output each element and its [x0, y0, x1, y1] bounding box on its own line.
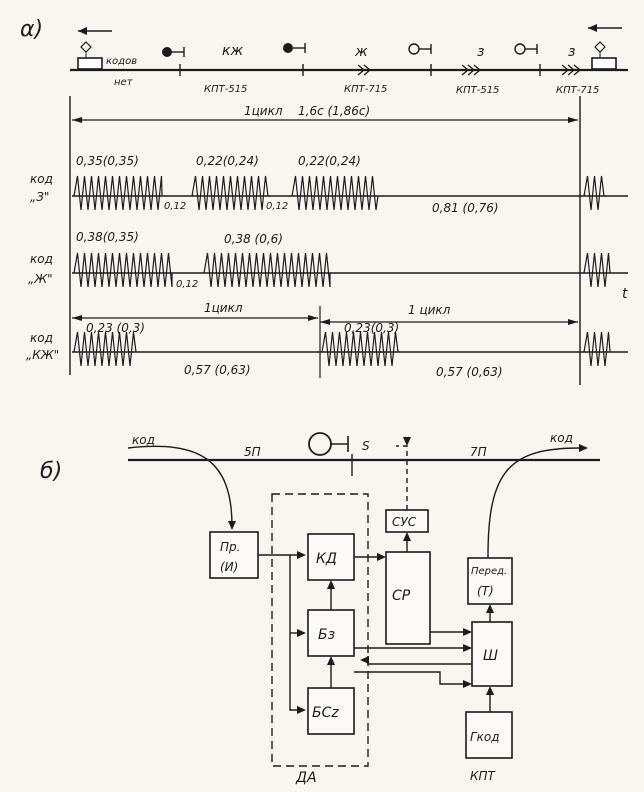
signal-b-icon	[308, 432, 353, 476]
kd-label: КД	[316, 551, 337, 567]
pered-block: Перед. (Т)	[467, 557, 513, 605]
signal-s-label: S	[362, 439, 370, 453]
cycle-main-dimension	[72, 117, 578, 123]
row-kzh-label-2: „КЖ"	[26, 348, 59, 362]
time-symbol: t	[622, 286, 628, 302]
bz-label: Бз	[318, 627, 335, 643]
row-z-tail: 0,81 (0,76)	[432, 201, 499, 215]
input-code-arrow	[127, 445, 236, 530]
row-kzh-label-1: код	[30, 331, 53, 345]
row-zh-pulse-1: 0,38(0,35)	[76, 230, 139, 244]
pered-label-2: (Т)	[477, 584, 494, 598]
code-kzh-label: кж	[222, 43, 243, 59]
code-zh-chevrons	[357, 64, 372, 76]
connections	[258, 437, 494, 714]
section-a-label: α)	[20, 17, 43, 42]
row-kzh-cycle-2	[320, 319, 578, 325]
code-z2-label: з	[568, 44, 575, 60]
row-zh-gap-1: 0,12	[176, 279, 198, 290]
pr-label-1: Пр.	[220, 540, 240, 554]
row-kzh-cycle-label-1: 1цикл	[204, 301, 243, 315]
sus-label: СУС	[392, 515, 417, 529]
row-z-label-1: код	[30, 172, 53, 186]
row-z-gap-2: 0,12	[266, 201, 288, 212]
bcz-label: БСz	[312, 705, 339, 721]
section-b-label: б)	[40, 459, 62, 484]
da-dashed-box	[271, 493, 369, 767]
wave-kzh-pulse-1	[73, 331, 137, 367]
kpt-label-1: КПТ-515	[204, 84, 247, 95]
row-kzh-cycle-label-2: 1 цикл	[408, 303, 451, 317]
sr-block: СР	[385, 551, 431, 645]
gkod-label: Гкод	[470, 730, 500, 744]
wave-z-pulse-2	[191, 175, 269, 211]
row-kzh-cycle-1	[72, 315, 318, 321]
kd-block: КД	[307, 533, 355, 581]
row-z-pulse-1: 0,35(0,35)	[76, 154, 139, 168]
row-z-label-2: „З"	[30, 190, 49, 204]
sus-block: СУС	[385, 509, 429, 533]
wave-z-next	[583, 175, 605, 211]
no-code-label-2: нет	[114, 77, 134, 88]
row-zh-pulse-2: 0,38 (0,6)	[224, 232, 283, 246]
cycle-main-label: 1цикл	[244, 104, 283, 118]
row-zh-label-1: код	[30, 252, 53, 266]
row-z-gap-1: 0,12	[164, 201, 186, 212]
signal-4-icon	[514, 43, 541, 76]
row-kzh-tail: 0,57 (0,63)	[436, 365, 503, 379]
cycle-main-value: 1,6с (1,86с)	[298, 104, 370, 118]
left-direction-arrow	[78, 27, 112, 35]
wave-zh-pulse-1	[73, 252, 173, 288]
code-z1-label: з	[477, 44, 484, 60]
code-z2-chevrons	[561, 64, 582, 76]
gkod-block: Гкод	[465, 711, 513, 759]
wave-kzh-pulse-2	[321, 331, 399, 367]
train-right	[591, 41, 617, 70]
row-kzh-pulse-2: 0,23(0,3)	[344, 321, 399, 335]
bcz-block: БСz	[307, 687, 355, 735]
pr-block: Пр. (И)	[209, 531, 259, 579]
kpt-b-label: КПТ	[470, 769, 497, 783]
wave-zh-pulse-2	[203, 252, 331, 288]
sr-label: СР	[392, 588, 411, 604]
pr-label-2: (И)	[220, 560, 238, 574]
wave-kzh-next	[583, 331, 611, 367]
row-z-pulse-2: 0,22(0,24)	[196, 154, 259, 168]
kpt-label-3: КПТ-515	[456, 85, 499, 96]
signal-1-icon	[162, 47, 185, 76]
wave-z-pulse-1	[73, 175, 163, 211]
wave-z-pulse-3	[291, 175, 379, 211]
output-code-arrow	[487, 444, 588, 557]
sh-block: Ш	[471, 621, 513, 687]
right-direction-arrow	[588, 24, 622, 32]
section-5p-label: 5П	[244, 445, 261, 459]
signal-2-icon	[283, 43, 306, 76]
wave-zh-next	[583, 252, 611, 288]
input-code-label: код	[132, 433, 155, 447]
row-kzh-tail-mid: 0,57 (0,63)	[184, 363, 251, 377]
sh-label: Ш	[483, 648, 498, 664]
row-zh-label-2: „Ж"	[28, 272, 53, 286]
row-z-pulse-3: 0,22(0,24)	[298, 154, 361, 168]
no-code-label-1: кодов	[106, 56, 137, 67]
kpt-label-4: КПТ-715	[556, 85, 599, 96]
kpt-label-2: КПТ-715	[344, 84, 387, 95]
signal-3-icon	[408, 43, 432, 76]
row-kzh-pulse-1: 0,23 (0,3)	[86, 321, 145, 335]
pered-label-1: Перед.	[471, 566, 507, 577]
section-7p-label: 7П	[470, 445, 487, 459]
output-code-label: код	[550, 431, 573, 445]
code-zh-label: ж	[354, 44, 368, 60]
da-label: ДА	[295, 770, 317, 786]
code-z1-chevrons	[461, 64, 482, 76]
bz-block: Бз	[307, 609, 355, 657]
train-left	[77, 41, 103, 70]
waveforms	[73, 175, 611, 367]
